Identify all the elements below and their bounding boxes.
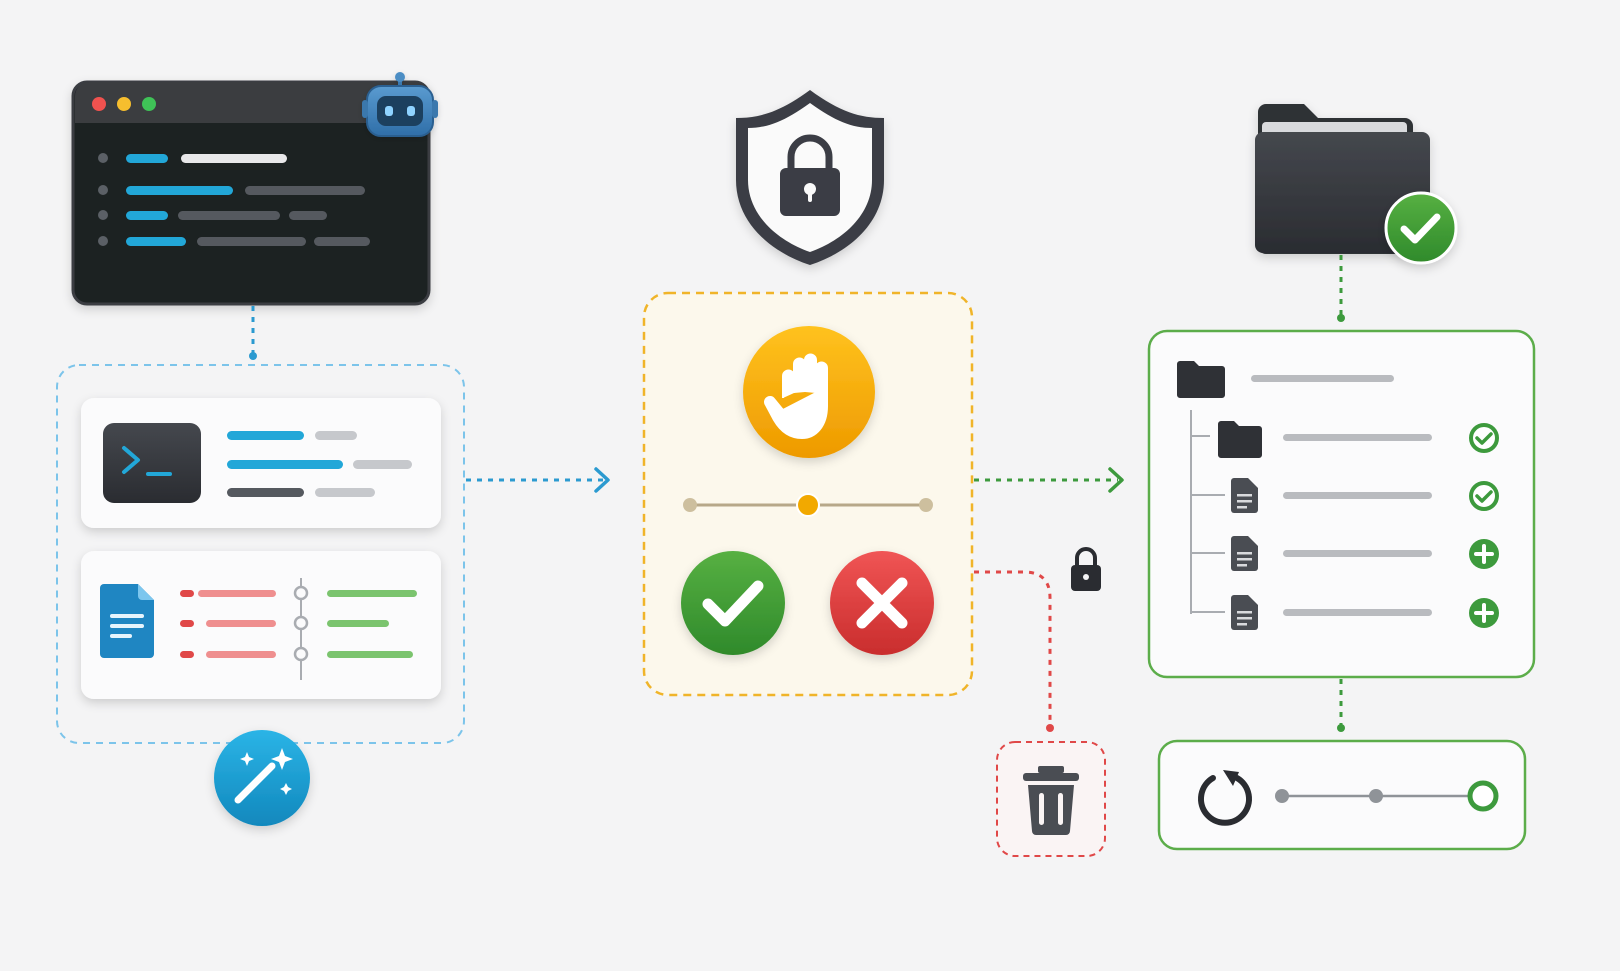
robot-icon: [362, 72, 438, 137]
folder-icon: [1177, 361, 1225, 398]
document-icon: [100, 584, 154, 658]
terminal-action-card[interactable]: [81, 398, 441, 528]
file-icon: [1231, 478, 1258, 513]
history-timeline[interactable]: [1275, 780, 1499, 812]
terminal-icon: [103, 423, 201, 503]
document-diff-card[interactable]: [81, 551, 441, 699]
folder-icon: [1218, 421, 1262, 458]
shield-lock-icon: [736, 90, 884, 265]
stop-hand-icon[interactable]: [743, 326, 875, 458]
file-tree: [1177, 361, 1499, 630]
window-maximize-dot[interactable]: [142, 97, 156, 111]
plus-circle-icon: [1469, 539, 1499, 569]
tree-row[interactable]: [1231, 536, 1499, 571]
refresh-icon[interactable]: [1198, 770, 1252, 826]
check-circle-icon: [1469, 423, 1499, 453]
reject-x-icon[interactable]: [830, 551, 934, 655]
file-icon: [1231, 536, 1258, 571]
magic-wand-icon[interactable]: [214, 730, 310, 826]
check-circle-icon: [1469, 481, 1499, 511]
connector-review-to-discard: [974, 570, 1052, 728]
folder-check-icon: [1255, 104, 1458, 265]
code-lines: [98, 153, 370, 246]
plus-circle-icon: [1469, 598, 1499, 628]
agent-actions-group: [56, 364, 465, 744]
trash-icon[interactable]: [1023, 766, 1079, 835]
tree-row[interactable]: [1231, 595, 1499, 630]
tree-row[interactable]: [1231, 478, 1499, 513]
window-close-dot[interactable]: [92, 97, 106, 111]
approve-check-icon[interactable]: [681, 551, 785, 655]
tree-row[interactable]: [1218, 421, 1499, 458]
file-tree-panel: [1147, 329, 1536, 679]
file-icon: [1231, 595, 1258, 630]
approval-slider-thumb[interactable]: [796, 493, 820, 517]
approval-slider[interactable]: [683, 493, 933, 517]
window-minimize-dot[interactable]: [117, 97, 131, 111]
lock-icon: [1071, 547, 1101, 591]
